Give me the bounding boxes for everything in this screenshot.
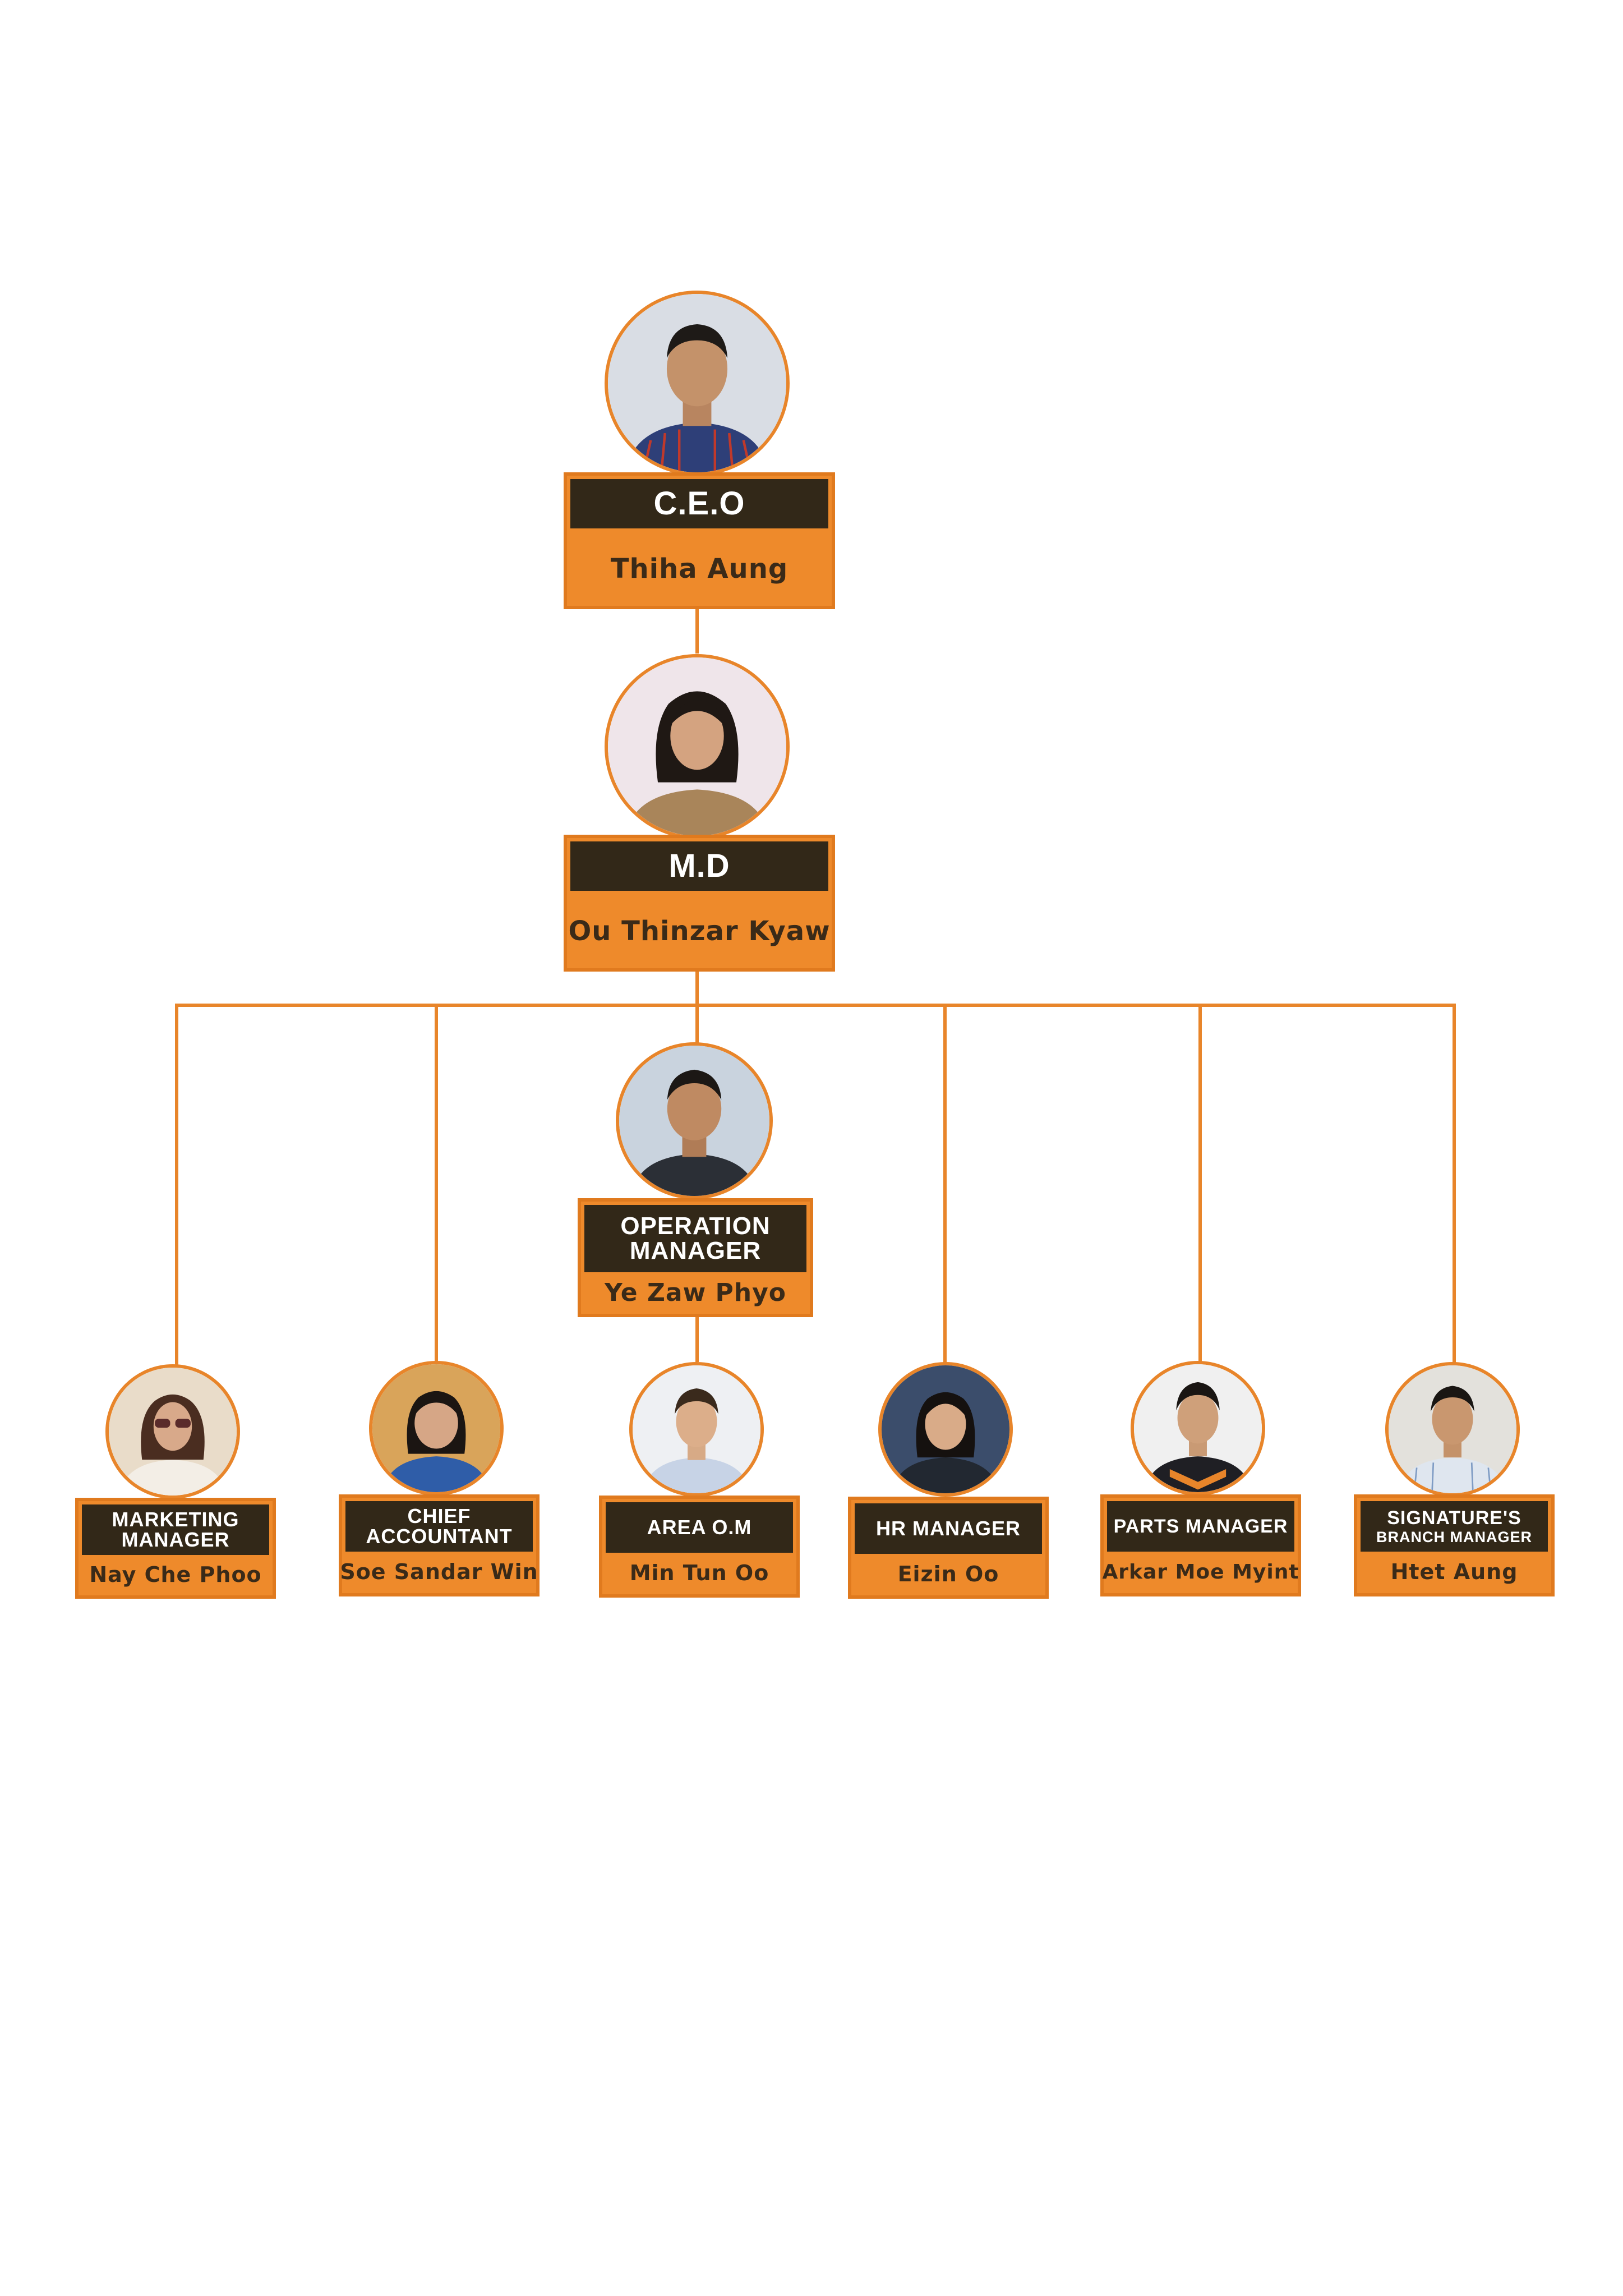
connector-parts <box>1198 1004 1202 1363</box>
operation-manager-title: OPERATION MANAGER <box>584 1205 806 1272</box>
person-photo-man-uniform-icon <box>1134 1364 1262 1492</box>
chief-accountant-name: Soe Sandar Win <box>340 1559 538 1584</box>
connector-hr <box>943 1004 947 1363</box>
branch-manager-box: SIGNATURE'S BRANCH MANAGER Htet Aung <box>1354 1494 1555 1596</box>
marketing-manager-title: MARKETING MANAGER <box>82 1504 269 1555</box>
connector-operation <box>695 1004 699 1043</box>
branch-manager-photo <box>1385 1362 1520 1497</box>
person-photo-man-icon <box>1389 1365 1516 1493</box>
connector-marketing <box>175 1004 178 1365</box>
md-photo <box>605 654 790 839</box>
connector-branch <box>1453 1004 1456 1363</box>
ceo-title: C.E.O <box>570 479 828 528</box>
ceo-box: C.E.O Thiha Aung <box>564 472 835 609</box>
operation-manager-name: Ye Zaw Phyo <box>604 1278 787 1307</box>
ceo-photo <box>605 291 790 476</box>
parts-manager-box: PARTS MANAGER Arkar Moe Myint <box>1100 1494 1301 1596</box>
area-om-box: AREA O.M Min Tun Oo <box>599 1496 800 1598</box>
md-title: M.D <box>570 841 828 891</box>
hr-manager-title: HR MANAGER <box>855 1503 1042 1554</box>
person-photo-man-plaid-shirt-icon <box>608 294 786 472</box>
person-photo-woman-sunglasses-icon <box>109 1368 237 1496</box>
area-om-title: AREA O.M <box>606 1502 793 1553</box>
chief-accountant-title: CHIEF ACCOUNTANT <box>345 1501 533 1552</box>
person-photo-man-icon <box>619 1046 769 1196</box>
hr-manager-photo <box>878 1362 1013 1497</box>
person-photo-woman-icon <box>608 657 786 836</box>
parts-manager-photo <box>1131 1361 1265 1496</box>
connector-ceo-md <box>695 609 699 654</box>
branch-manager-title: SIGNATURE'S BRANCH MANAGER <box>1361 1501 1548 1552</box>
md-box: M.D Ou Thinzar Kyaw <box>564 835 835 972</box>
branch-manager-title-line2: BRANCH MANAGER <box>1376 1528 1532 1545</box>
hr-manager-name: Eizin Oo <box>897 1562 999 1586</box>
area-om-photo <box>629 1362 764 1497</box>
marketing-manager-name: Nay Che Phoo <box>89 1562 262 1587</box>
marketing-manager-box: MARKETING MANAGER Nay Che Phoo <box>75 1498 276 1599</box>
chief-accountant-box: CHIEF ACCOUNTANT Soe Sandar Win <box>339 1494 540 1596</box>
hr-manager-box: HR MANAGER Eizin Oo <box>848 1497 1049 1599</box>
branch-manager-title-line1: SIGNATURE'S <box>1387 1507 1521 1529</box>
operation-manager-photo <box>616 1042 773 1199</box>
connector-accountant <box>435 1004 438 1363</box>
area-om-name: Min Tun Oo <box>629 1561 769 1585</box>
parts-manager-name: Arkar Moe Myint <box>1102 1560 1299 1584</box>
connector-horizontal-bus <box>175 1004 1456 1007</box>
person-photo-woman-icon <box>372 1364 500 1492</box>
person-photo-man-icon <box>633 1365 760 1493</box>
branch-manager-name: Htet Aung <box>1390 1559 1518 1584</box>
connector-md-down <box>695 970 699 1005</box>
chief-accountant-photo <box>369 1361 504 1496</box>
operation-manager-box: OPERATION MANAGER Ye Zaw Phyo <box>578 1198 813 1317</box>
connector-operation-area <box>695 1316 699 1362</box>
ceo-name: Thiha Aung <box>610 553 789 585</box>
marketing-manager-photo <box>105 1364 240 1499</box>
person-photo-woman-icon <box>882 1365 1009 1493</box>
md-name: Ou Thinzar Kyaw <box>568 915 831 947</box>
parts-manager-title: PARTS MANAGER <box>1107 1501 1294 1552</box>
